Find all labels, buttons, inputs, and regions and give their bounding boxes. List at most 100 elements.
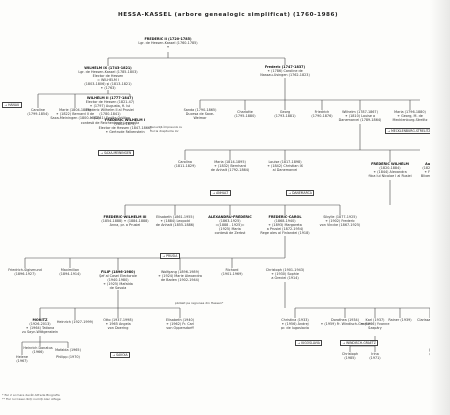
person-line: Sanda (1790-1865) xyxy=(183,108,217,112)
person-friedrich_r: Friedrich(1790-1876) xyxy=(311,110,332,118)
person-fw_elector: FREDERIC WILHELM I(1802-1875)Elector de … xyxy=(99,118,152,134)
person-line: Elector de Hessen (1847-1866) xyxy=(98,126,152,131)
person-line: Maximilian xyxy=(60,268,80,272)
person-line: Rege ales al Finlandei (1918) xyxy=(260,231,310,236)
person-rainer: Rainer (1939) xyxy=(388,318,411,322)
person-wilhelm2: WILHELM II (1777-1847)Elector de Hessen … xyxy=(81,96,139,125)
person-line: Caroline xyxy=(31,108,45,112)
arrow-right-icon: → xyxy=(342,341,346,345)
person-line: WILHELM II (1777-1847) xyxy=(86,96,134,100)
note-nt2: fiul la drepturile lor xyxy=(150,129,179,133)
person-line: ⚭ (1841) Emilie Ortlöpp xyxy=(89,116,131,121)
person-line: Friedrich xyxy=(314,110,330,114)
person-mafalda: Mafalda (1965) xyxy=(55,348,81,352)
arrow-right-icon: → xyxy=(4,103,8,107)
person-line: Elector de Hessen xyxy=(92,74,124,79)
person-line: ALEXANDRU-FREDERIC xyxy=(208,215,252,219)
house-tag-label: HANAU xyxy=(8,103,20,107)
person-christoph2: Christoph(1985) xyxy=(342,352,358,360)
person-line: Mafalda (1965) xyxy=(55,348,81,352)
person-line: =(1888 - 1925)= xyxy=(215,223,245,228)
footnotes: * fiul 2 ai mare decât Alfrede Biografia… xyxy=(2,393,61,401)
person-line: Maria (1796-1880) xyxy=(394,110,426,114)
person-line: Wilhelm (1787-1867) xyxy=(342,110,378,114)
person-line: ⚭ (1902) Frederic xyxy=(325,219,355,224)
person-line: ⚭ (1959) Fr. Windisch-Graetz xyxy=(320,322,370,327)
person-heinrich: Heinrich (1927-1999) xyxy=(57,320,93,324)
house-tag-label: ANHALT xyxy=(216,191,229,195)
house-tag-danemarca: →DANEMARCA xyxy=(286,190,315,196)
person-line: ⚭ (1822) Bernard II de xyxy=(55,112,95,117)
person-line: Charlotte xyxy=(237,110,253,114)
person-line: Friedrich-Sigismund xyxy=(8,268,42,272)
person-line: Frederic Wilhelm II al Prusiei xyxy=(86,108,134,113)
person-line: ⚭ (1930) Sophie xyxy=(271,272,299,277)
person-line: (1971) xyxy=(369,356,381,361)
person-charlotte: Charlotte(1795-1880) xyxy=(234,110,255,118)
person-line: von Vincke (1867-1925) xyxy=(319,223,361,228)
person-line: ⚭ Gertrude Falkenstein xyxy=(105,130,145,135)
person-line: ⚭ (1966) Yvonne xyxy=(360,322,390,327)
person-line: ⚭ (1797) Augusta, fi. lui xyxy=(89,104,131,109)
person-line: Șef al Casei Electorale xyxy=(99,274,137,279)
arrow-right-icon: → xyxy=(100,151,104,155)
house-tag-label: IUGOSLAVIA xyxy=(301,341,320,345)
person-line: MORITZ xyxy=(32,318,48,322)
page-edge-shadow xyxy=(430,0,450,415)
person-line: Philipp (1970) xyxy=(56,355,80,359)
person-line: Karl (1937) xyxy=(365,318,385,322)
arrow-right-icon: → xyxy=(288,191,292,195)
person-line: ⚭ 1965 Angela xyxy=(105,322,131,327)
house-tag-prusia: →PRUSIA xyxy=(160,253,180,259)
person-line: ⚭ (1763) xyxy=(100,86,116,91)
person-line: ⚭ (1956) Andrej xyxy=(281,322,309,327)
house-tag-label: PRUSIA xyxy=(166,254,178,258)
person-wolfgang: Wolfgang (1896-1989)⚭ (1924) Marie Alexa… xyxy=(158,270,202,282)
person-line: WILHELM IX (1743-1821) xyxy=(84,66,132,70)
person-line: Christoph xyxy=(341,352,359,356)
person-line: pr. de Iugoslavia xyxy=(281,326,309,331)
person-frederic_r: Frederic (1747-1837)⚭ (1786) Caroline de… xyxy=(260,65,310,77)
person-line: Rainer (1939) xyxy=(388,318,412,322)
person-frederic_carol: FREDERIC-CAROL(1868-1940)⚭ (1893) Margar… xyxy=(260,215,309,235)
house-tag-windisch: →WINDISCH-GRAETZ xyxy=(340,340,379,346)
person-line: (1967) xyxy=(16,359,28,364)
person-line: FREDERIC WILHELM xyxy=(371,162,409,166)
person-line: Elector de Hessen (1821-47) xyxy=(85,100,135,105)
house-tag-meiningen: →SAXA-MEININGEN xyxy=(98,150,134,156)
house-tag-label: MECKLENBURG-STRELITZ xyxy=(391,129,431,133)
footnote-2: ** Fiul lui Casei dinți numiți Alec Alfe… xyxy=(2,397,61,401)
person-heinrich_d: Heinrich Donatus(1966) xyxy=(23,346,52,354)
person-line: a Greciei (1914) xyxy=(271,276,299,281)
person-line: fiica lui Nicolae I al Rusiei xyxy=(368,174,412,179)
person-line: Lgr. de Hessen-Kassel (1760-1785) xyxy=(138,41,198,46)
person-line: Heinrich Donatus xyxy=(23,346,53,350)
person-dorothea: Dorothea (1934)⚭ (1959) Fr. Windisch-Gra… xyxy=(320,318,369,326)
person-line: al Danemarcei xyxy=(272,168,298,173)
person-line: Saxa-Meiningen (1800-1882) xyxy=(50,116,100,121)
arrow-right-icon: → xyxy=(387,129,391,133)
person-line: Carolina xyxy=(178,160,192,164)
footnote-1: * fiul 2 ai mare decât Alfrede Biografia xyxy=(2,393,60,397)
house-tag-label: SAXA-MEININGEN xyxy=(104,151,132,155)
house-tag-mecklenburg: →MECKLENBURG-STRELITZ xyxy=(385,128,434,134)
person-line: ⚭ Georg, M. de xyxy=(397,114,423,119)
person-line: Richard xyxy=(225,268,239,272)
house-tag-savoia: →SAVOIA xyxy=(110,352,131,358)
house-tag-iugoslavia: →IUGOSLAVIA xyxy=(295,340,323,346)
person-line: de Anhalt (1792-1864) xyxy=(210,168,250,173)
person-line: Elisabeth (1940) xyxy=(166,318,194,322)
arrow-right-icon: → xyxy=(297,341,301,345)
person-line: Weimar xyxy=(193,116,207,121)
person-line: Frederic (1747-1837) xyxy=(264,65,306,69)
person-line: Louise (1817-1898) xyxy=(268,160,302,164)
